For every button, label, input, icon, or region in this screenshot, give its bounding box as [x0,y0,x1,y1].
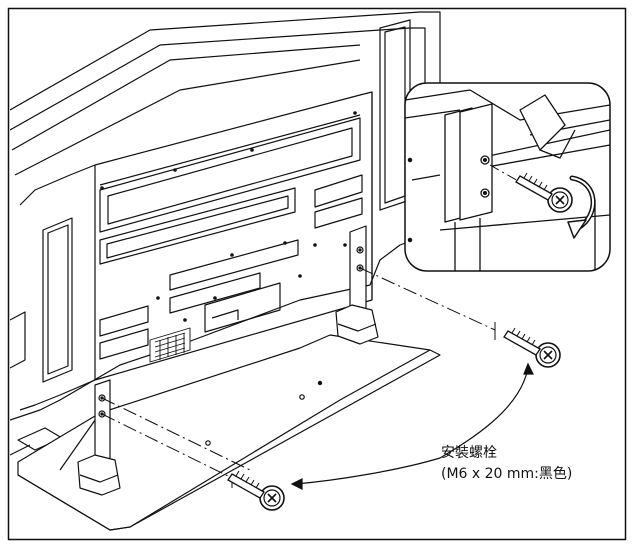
tv-illustration [10,11,496,531]
curved-arrow-clockwise-icon [567,175,596,239]
detail-inset [404,82,611,272]
bolt-callout-label: 安裝螺栓 (M6 x 20 mm:黑色) [441,443,572,485]
callout-leaders [290,362,534,490]
callout-title: 安裝螺栓 [441,445,497,461]
callout-spec: (M6 x 20 mm:黑色) [441,466,573,482]
